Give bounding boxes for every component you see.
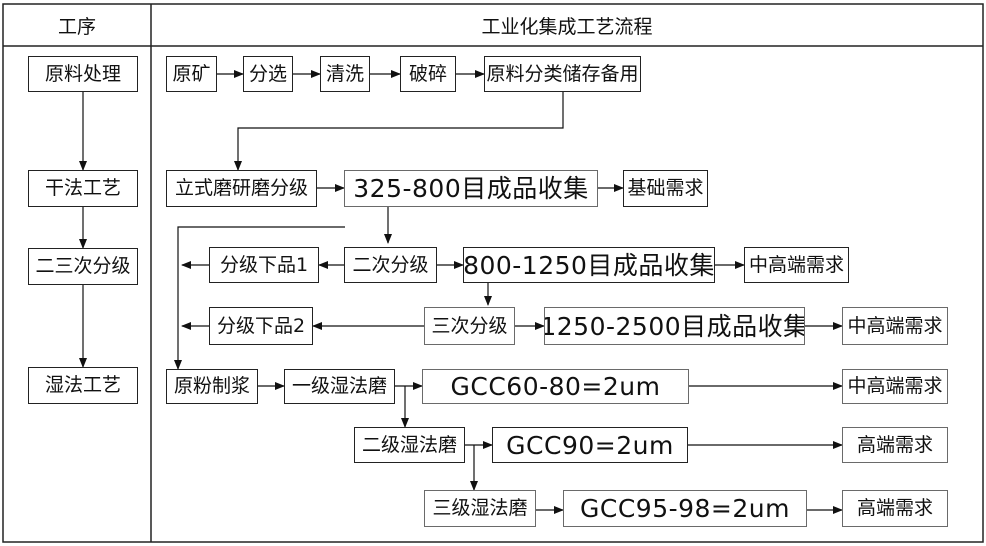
table-frame	[2, 3, 984, 543]
stage-dry-process: 干法工艺	[28, 170, 138, 207]
step-raw-material-storage: 原料分类储存备用	[484, 56, 641, 92]
demand-high-1: 高端需求	[842, 427, 948, 463]
product-800-1250-mesh: 800-1250目成品收集	[463, 247, 715, 283]
step-secondary-wet-mill: 二级湿法磨	[354, 427, 465, 463]
header-process-step: 工序	[57, 15, 96, 38]
demand-mid-high-2: 中高端需求	[842, 307, 948, 345]
stage-raw-material: 原料处理	[28, 56, 138, 92]
product-1250-2500-mesh: 1250-2500目成品收集	[544, 307, 805, 345]
demand-high-2: 高端需求	[842, 490, 948, 527]
reject-grade-1: 分级下品1	[209, 247, 319, 283]
step-secondary-classification: 二次分级	[344, 247, 437, 283]
step-tertiary-wet-mill: 三级湿法磨	[424, 490, 536, 527]
demand-mid-high-3: 中高端需求	[842, 369, 948, 404]
step-washing: 清洗	[320, 56, 370, 92]
demand-mid-high-1: 中高端需求	[744, 247, 849, 283]
product-gcc90: GCC90=2um	[492, 427, 688, 463]
header-integrated-flow: 工业化集成工艺流程	[481, 15, 653, 38]
step-raw-ore: 原矿	[166, 56, 217, 92]
step-powder-slurrying: 原粉制浆	[166, 369, 258, 404]
stage-secondary-tertiary-classification: 二三次分级	[28, 248, 138, 285]
step-primary-wet-mill: 一级湿法磨	[284, 369, 395, 404]
reject-grade-2: 分级下品2	[209, 307, 313, 345]
step-vertical-mill-classification: 立式磨研磨分级	[166, 170, 317, 207]
step-sorting: 分选	[243, 56, 293, 92]
demand-basic: 基础需求	[623, 170, 708, 207]
product-gcc95-98: GCC95-98=2um	[563, 490, 807, 527]
step-tertiary-classification: 三次分级	[424, 307, 515, 345]
step-crushing: 破碎	[400, 56, 456, 92]
stage-wet-process: 湿法工艺	[28, 367, 138, 404]
product-gcc60-80: GCC60-80=2um	[422, 369, 689, 404]
product-325-800-mesh: 325-800目成品收集	[344, 170, 598, 207]
